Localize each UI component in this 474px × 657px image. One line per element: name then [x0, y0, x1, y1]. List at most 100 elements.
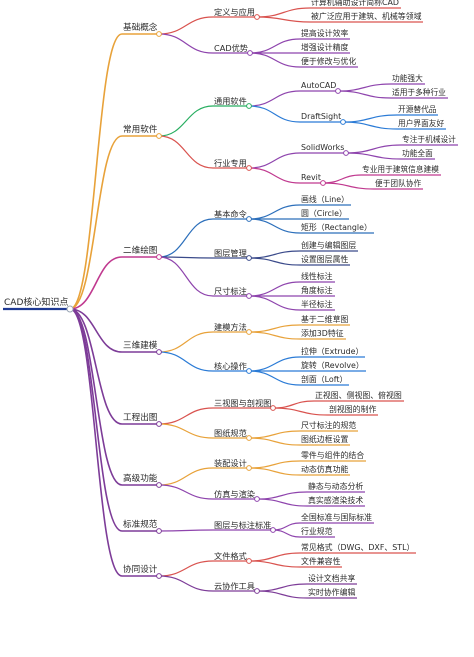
branch-connector [345, 152, 402, 160]
collapse-node-dot [156, 349, 162, 355]
node-label-level-3: 创建与编辑图层 [301, 241, 357, 250]
branch-connector [69, 308, 123, 486]
branch-connector [69, 256, 123, 310]
collapse-node-dot [246, 329, 252, 335]
collapse-node-dot [246, 165, 252, 171]
branch-connector [337, 83, 392, 92]
branch-connector [69, 135, 123, 310]
branch-connector [69, 308, 123, 577]
branch-connector [248, 250, 301, 259]
branch-connector [158, 16, 214, 35]
branch-connector [158, 256, 214, 259]
node-label-level-3: 常见格式（DWG、DXF、STL） [301, 543, 415, 552]
node-label-level-3: 旋转（Revolve） [301, 361, 364, 370]
collapse-node-dot [156, 528, 162, 534]
branch-connector [248, 90, 301, 107]
collapse-node-dot [246, 255, 252, 261]
node-label-level-4: 开源替代品 [398, 105, 437, 114]
branch-connector [256, 16, 311, 23]
collapse-node-dot [254, 588, 260, 594]
node-label-level-2: 图纸规范 [214, 428, 247, 438]
node-label-level-2: 核心操作 [214, 361, 247, 371]
branch-connector [69, 308, 123, 353]
node-label-level-4: 功能全面 [402, 149, 433, 158]
node-label-level-2: 图层管理 [214, 248, 247, 258]
node-label-level-3: SolidWorks [301, 143, 345, 152]
branch-connector [248, 281, 301, 297]
node-label-level-2: 仿真与渲染 [214, 489, 255, 499]
collapse-node-dot [343, 150, 349, 156]
node-label-level-2: 装配设计 [214, 458, 247, 468]
node-label-level-4: 专业用于建筑信息建模 [362, 165, 439, 174]
branch-connector [248, 331, 301, 340]
branch-connector [248, 295, 301, 311]
branch-connector [248, 460, 301, 469]
node-label-level-2: CAD优势 [214, 43, 248, 53]
node-label-level-4: 功能强大 [392, 74, 423, 83]
collapse-node-dot [246, 293, 252, 299]
branch-connector [248, 218, 301, 234]
branch-connector [69, 33, 123, 310]
branch-connector [342, 121, 398, 130]
branch-connector [158, 105, 214, 137]
branch-connector [345, 144, 402, 154]
node-label-level-3: 圆（Circle） [301, 209, 347, 218]
node-label-level-2: 三视图与剖视图 [214, 398, 272, 408]
node-label-level-3: 被广泛应用于建筑、机械等领域 [311, 12, 422, 21]
node-label-level-3: 尺寸标注的规范 [301, 421, 357, 430]
branch-connector [158, 484, 214, 500]
branch-connector [248, 324, 301, 333]
branch-connector [158, 575, 214, 592]
node-label-level-4: 便于团队协作 [375, 179, 422, 188]
collapse-node-dot [246, 558, 252, 564]
node-label-level-2: 云协作工具 [214, 581, 255, 591]
branch-connector [248, 430, 301, 439]
node-label-level-1: 三维建模 [123, 341, 158, 351]
node-label-level-3: 便于修改与优化 [301, 57, 357, 66]
node-label-level-3: 添加3D特征 [301, 329, 344, 338]
branch-connector [248, 257, 301, 266]
branch-connector [158, 33, 214, 54]
node-label-level-3: Revit [301, 173, 321, 182]
branch-connector [248, 167, 301, 184]
branch-connector [272, 400, 315, 409]
node-label-level-4: 适用于多种行业 [392, 88, 446, 97]
node-label-level-2: 通用软件 [214, 96, 247, 106]
branch-connector [158, 467, 214, 486]
branch-connector [322, 182, 375, 190]
node-label-level-1: 高级功能 [123, 474, 158, 484]
collapse-node-dot [247, 50, 253, 56]
branch-connector [249, 38, 301, 54]
branch-connector [256, 7, 311, 18]
node-label-level-1: 常用软件 [123, 125, 158, 135]
branch-connector [158, 560, 214, 577]
branch-connector [256, 590, 308, 599]
node-label-level-3: 拉伸（Extrude） [301, 347, 364, 356]
collapse-node-dot [254, 14, 260, 20]
node-label-level-2: 建模方法 [214, 322, 247, 332]
branch-connector [158, 529, 214, 532]
branch-connector [248, 105, 301, 123]
node-label-level-2: 文件格式 [214, 551, 247, 561]
node-label-level-3: 实时协作编辑 [308, 588, 356, 597]
branch-connector [158, 423, 214, 439]
collapse-node-dot [246, 435, 252, 441]
branch-connector [158, 256, 214, 297]
node-label-level-3: 真实感渲染技术 [308, 496, 364, 505]
branch-connector [158, 218, 214, 258]
node-label-level-2: 行业专用 [214, 158, 247, 168]
node-label-level-1: 基础概念 [123, 23, 158, 33]
node-label-level-3: 设计文档共享 [308, 574, 356, 583]
collapse-node-dot [270, 405, 276, 411]
branch-connector [256, 498, 308, 507]
branch-connector [248, 552, 301, 562]
node-label-level-3: 剖面（Loft） [301, 375, 348, 384]
node-label-level-2: 定义与应用 [214, 7, 255, 17]
node-label-level-3: 线性标注 [301, 272, 333, 281]
branch-connector [248, 370, 301, 386]
branch-connector [342, 114, 398, 123]
root-node-label: CAD核心知识点 [4, 298, 69, 308]
node-label-level-3: 提高设计效率 [301, 29, 349, 38]
node-label-level-3: 全国标准与国际标准 [301, 513, 373, 522]
